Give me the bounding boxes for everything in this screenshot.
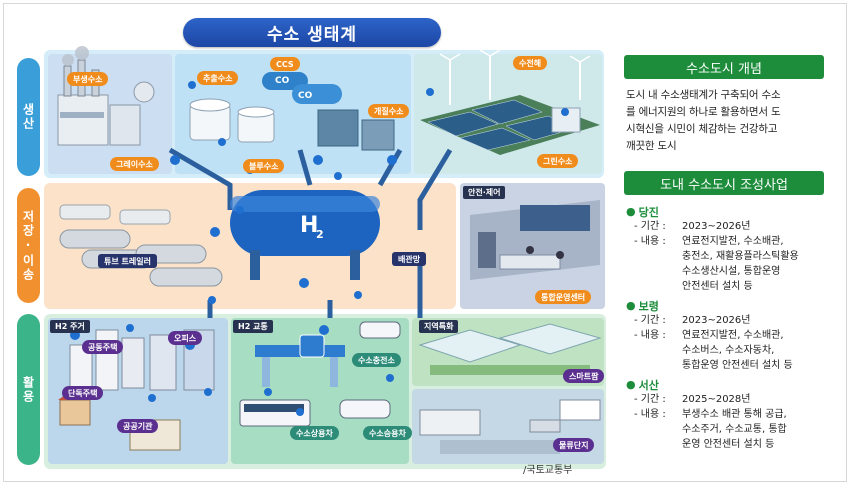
tag-detached-house: 단독주택 [62, 386, 104, 400]
solar-wind-illustration [420, 49, 600, 155]
tag-pipeline: 배관망 [392, 252, 427, 266]
tag-hydrogen-commercial-vehicle: 수소상용차 [290, 426, 339, 440]
content-line: 운영 안전센터 설치 등 [682, 439, 775, 450]
pipeline-illustration [168, 147, 453, 318]
row-label-storage: 저장·이송 [17, 188, 40, 303]
tag-hydrogen-passenger-car: 수소승용차 [363, 426, 412, 440]
control-center-illustration [470, 200, 600, 280]
smartfarm-illustration [418, 323, 602, 375]
content-label: - 내용 : [634, 236, 666, 247]
period-label: - 기간 : [634, 315, 666, 326]
content-line: 부생수소 배관 통해 공급, [682, 409, 787, 420]
concept-line: 시혁신을 시민이 체감하는 건강하고 [626, 123, 778, 135]
ecosystem-title: 수소 생태계 [183, 18, 441, 47]
svg-text:H: H [300, 213, 318, 238]
period-label: - 기간 : [634, 394, 666, 405]
tag-logistics-complex: 물류단지 [553, 438, 595, 452]
content-line: 통합운영 안전센터 설치 등 [682, 360, 793, 371]
tag-gray-hydrogen: 그레이수소 [110, 157, 159, 171]
content-line: 충전소, 재활용플라스틱활용 [682, 251, 799, 262]
tag-reforming-hydrogen: 개질수소 [368, 104, 410, 118]
content-value: 부생수소 배관 통해 공급, 수소주거, 수소교통, 통합 운영 안전센터 설치… [682, 407, 832, 452]
content-value: 연료전지발전, 수소배관, 수소버스, 수소자동차, 통합운영 안전센터 설치 … [682, 328, 832, 373]
tag-green-hydrogen: 그린수소 [537, 154, 579, 168]
hydrogen-tank-illustration [230, 190, 380, 280]
tube-trailer-illustration [59, 204, 223, 287]
content-line: 수소생산시설, 통합운영 [682, 266, 781, 277]
site-boryeong: ●보령 - 기간 : 2023~2026년 - 내용 : 연료전지발전, 수소배관… [626, 298, 832, 373]
content-label: - 내용 : [634, 330, 666, 341]
row-label-use: 활용 [17, 314, 40, 465]
site-seosan: ●서산 - 기간 : 2025~2028년 - 내용 : 부생수소 배관 통해 공… [626, 377, 832, 452]
hydrogen-bubbles [70, 81, 569, 416]
svg-text:CO: CO [298, 91, 313, 101]
period-value: 2023~2026년 [682, 221, 751, 232]
concept-heading: 수소도시 개념 [624, 55, 824, 79]
content-line: 수소버스, 수소자동차, [682, 345, 775, 356]
concept-line: 깨끗한 도시 [626, 140, 677, 152]
outer-frame [3, 3, 847, 482]
factory-illustration [57, 46, 155, 146]
content-line: 안전센터 설치 등 [682, 281, 753, 292]
projects-heading: 도내 수소도시 조성사업 [624, 171, 824, 195]
source-credit: /국토교통부 [523, 465, 573, 476]
tag-tube-trailer: 튜브 트레일러 [98, 254, 157, 268]
tag-apartment: 공동주택 [82, 340, 124, 354]
concept-line: 도시 내 수소생태계가 구축되어 수소 [626, 89, 781, 101]
row-label-production: 생산 [17, 58, 40, 176]
storage-tanks-illustration [189, 72, 395, 151]
tag-local-specialized: 지역특화 [419, 320, 459, 333]
tag-h2-housing: H2 주거 [50, 320, 90, 333]
site-name: 당진 [638, 205, 659, 219]
period-value: 2023~2026년 [682, 315, 751, 326]
tag-ccs: CCS [270, 57, 300, 71]
tag-water-electrolysis: 수전해 [513, 56, 548, 70]
tag-hydrogen-station: 수소충전소 [352, 353, 401, 367]
hydrogen-station-illustration [239, 321, 401, 427]
bullet-icon: ● [626, 378, 636, 391]
content-line: 연료전지발전, 수소배관, [682, 330, 784, 341]
concept-line: 를 에너지원의 하나로 활용하면서 도 [626, 106, 781, 118]
site-dangjin: ●당진 - 기간 : 2023~2026년 - 내용 : 연료전지발전, 수소배관… [626, 204, 832, 294]
tag-byproduct-hydrogen: 부생수소 [67, 72, 109, 86]
bullet-icon: ● [626, 299, 636, 312]
tag-integrated-operation-center: 통합운영센터 [535, 290, 592, 304]
period-value: 2025~2028년 [682, 394, 751, 405]
bullet-icon: ● [626, 205, 636, 218]
svg-text:2: 2 [316, 228, 324, 241]
content-value: 연료전지발전, 수소배관, 충전소, 재활용플라스틱활용 수소생산시설, 통합운… [682, 234, 832, 294]
tag-smartfarm: 스마트팜 [563, 369, 605, 383]
tag-public-institution: 공공기관 [117, 419, 159, 433]
tag-office: 오피스 [168, 331, 203, 345]
tag-h2-transport: H2 교통 [233, 320, 273, 333]
logistics-illustration [419, 399, 601, 454]
tag-safety-control: 안전·제어 [463, 186, 506, 199]
content-label: - 내용 : [634, 409, 666, 420]
concept-text: 도시 내 수소생태계가 구축되어 수소 를 에너지원의 하나로 활용하면서 도 … [626, 87, 826, 155]
svg-text:CO: CO [275, 76, 290, 86]
tag-extraction-hydrogen: 추출수소 [197, 71, 239, 85]
site-name: 보령 [638, 299, 659, 313]
tag-blue-hydrogen: 블루수소 [243, 159, 285, 173]
content-line: 연료전지발전, 수소배관, [682, 236, 784, 247]
period-label: - 기간 : [634, 221, 666, 232]
content-line: 수소주거, 수소교통, 통합 [682, 424, 787, 435]
site-name: 서산 [638, 378, 659, 392]
